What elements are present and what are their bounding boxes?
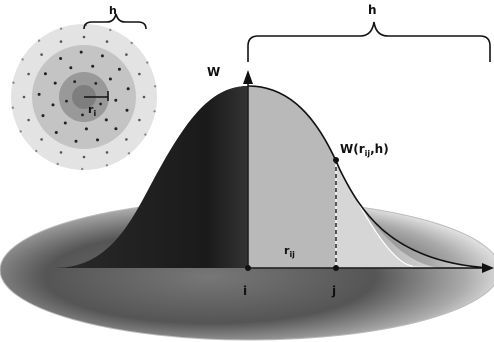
particle-dot [12,81,15,84]
particle-dot [94,82,98,85]
j-point-marker [333,265,339,271]
particle-dot [108,77,112,81]
particle-neighborhood: ri h [11,4,157,171]
particle-dot [35,149,38,153]
particle-dot [63,121,67,125]
particle-dot [37,92,41,96]
particle-dot [91,64,95,68]
particle-dot [11,106,14,109]
particle-dot [56,162,59,166]
i-label: i [243,284,247,298]
particle-dot [81,113,84,117]
particle-dot [127,152,131,155]
w-point-marker [333,157,339,163]
particle-dot [84,127,88,131]
particle-dot [59,27,63,30]
particle-dot [27,118,30,122]
particle-dot [125,53,128,56]
particle-dot [54,131,58,134]
particle-dot [130,41,133,45]
w-axis-arrow [243,70,253,84]
particle-dot [81,167,84,171]
particle-dot [82,35,86,39]
particle-dot [37,39,41,42]
particle-dot [79,50,83,54]
particle-dots [11,23,157,171]
particle-dot [153,110,156,113]
h-label-left: h [109,4,117,17]
particle-dot [114,98,118,102]
particle-dot [51,103,55,107]
particle-dot [146,61,149,64]
particle-dot [22,95,26,99]
particle-dot [59,57,63,60]
particle-dot [43,72,47,76]
h-brace-left [83,13,147,30]
particle-dot [21,58,24,61]
kernel-surface: W W(rij,h) rij i j h [0,3,494,341]
particle-dot [154,85,157,88]
j-label: j [331,284,336,298]
particle-dot [105,151,109,154]
particle-dot [59,151,63,154]
r-axis-arrow [482,263,494,273]
particle-dot [69,66,73,70]
particle-dot [105,164,109,167]
particle-dot [99,102,102,106]
particle-dot [65,99,68,103]
particle-dot [59,40,63,43]
particle-dot [96,138,99,142]
particle-dot [125,138,128,141]
particle-dot [41,114,45,118]
cross-section-panel-inner [247,85,337,269]
rij-label: rij [284,244,295,259]
h-label-right: h [368,3,377,17]
particle-dot [27,72,30,76]
w-axis-label: W [207,65,220,79]
particle-dot [82,155,86,159]
particle-dot [109,28,112,32]
particle-dot [114,127,118,131]
particle-dot [117,67,121,71]
particle-dot [104,118,108,122]
particle-dot [40,138,43,141]
particle-dot [74,139,78,143]
kernel-curve [247,85,491,269]
cross-section-panel-outer [335,157,413,269]
particle-dot [126,87,130,91]
h-brace-right [247,21,491,62]
ri-label: ri [88,103,96,118]
w-point-label: W(rij,h) [340,142,389,158]
particle-dot [142,95,146,99]
particle-dot [125,108,129,112]
i-point-marker [245,265,251,271]
particle-dot [100,54,104,58]
particle-dot [144,133,147,136]
particle-dot [19,130,22,133]
particle-dot [73,80,77,83]
particle-dot [53,81,57,85]
particle-dot [40,53,43,56]
particle-dot [138,118,141,122]
particle-dot [105,40,109,43]
particle-dot [138,72,141,76]
